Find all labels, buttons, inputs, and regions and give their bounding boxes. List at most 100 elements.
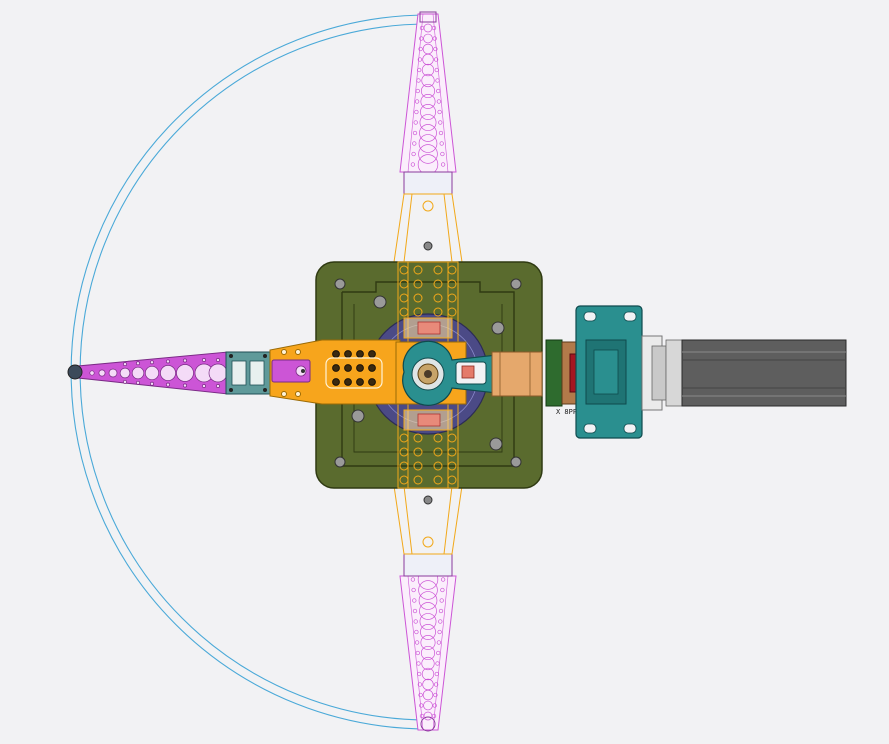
frame-hole	[433, 293, 443, 303]
blade-hole	[423, 33, 433, 44]
arm-hole	[144, 365, 160, 381]
corner-bolt	[510, 456, 522, 468]
blade-hole	[413, 619, 418, 624]
left-connector	[225, 351, 271, 395]
lower-transition-bolt	[423, 495, 433, 505]
flange-slot	[583, 311, 597, 322]
blade-hole	[437, 109, 442, 115]
arm-hole	[150, 360, 154, 365]
orange-arm-hole	[281, 391, 287, 397]
blade-hole	[421, 667, 435, 681]
frame-hole	[399, 279, 409, 289]
motor-body	[681, 339, 847, 407]
orange-arm-hole	[356, 378, 364, 386]
blade-hole	[413, 120, 418, 125]
blade-hole	[433, 57, 439, 62]
coupler-housing-inner	[499, 351, 531, 397]
blade-hole	[436, 650, 441, 656]
blade-hole	[414, 109, 419, 115]
orange-arm-hole	[332, 350, 340, 358]
upper-transition-hole	[422, 200, 434, 212]
arm-hole	[98, 369, 106, 377]
frame-hole	[399, 433, 409, 443]
blade-hole	[437, 629, 442, 635]
blade-hole	[433, 46, 438, 52]
blade-hole	[418, 591, 438, 610]
frame-hole	[447, 265, 457, 275]
blade-hole	[440, 151, 445, 157]
pink-slider-pin	[301, 369, 305, 373]
arm-hole	[150, 381, 154, 386]
arm-hole	[89, 370, 95, 376]
frame-hole	[433, 433, 443, 443]
blade-hole	[421, 656, 435, 671]
upper-blade	[399, 11, 457, 195]
blade-hole	[438, 619, 443, 624]
frame-hole	[433, 265, 443, 275]
blade-hole	[435, 78, 440, 83]
blade-hole	[439, 598, 444, 603]
orange-arm-hole	[281, 349, 287, 355]
blade-hole	[440, 162, 446, 167]
orange-arm-hole	[368, 378, 376, 386]
blade-hole	[436, 99, 442, 104]
frame-hole	[433, 447, 443, 457]
orange-arm-hole	[344, 364, 352, 372]
frame-hole	[413, 307, 423, 317]
lower-blade-tip	[420, 716, 436, 732]
orange-arm-hole	[368, 350, 376, 358]
blade-hole	[420, 93, 436, 109]
frame-hole	[447, 461, 457, 471]
frame-hole	[447, 475, 457, 485]
corner-bolt	[510, 278, 522, 290]
pink-slider-block	[271, 359, 311, 383]
blade-hole	[411, 587, 416, 593]
blade-hole	[420, 83, 436, 99]
frame-hole	[447, 293, 457, 303]
motor-front-cap	[665, 339, 683, 407]
frame-hole	[399, 293, 409, 303]
blade-hole	[416, 78, 421, 83]
corner-bolt	[334, 278, 346, 290]
frame-hole	[447, 447, 457, 457]
blade-hole	[417, 671, 422, 677]
blade-hole	[431, 25, 437, 31]
blade-hole	[418, 692, 423, 698]
blade-hole	[419, 25, 425, 31]
left-connector-slot	[249, 360, 265, 386]
frame-hole	[447, 307, 457, 317]
blade-hole	[434, 671, 439, 677]
blade-hole	[419, 124, 437, 142]
blade-hole	[432, 703, 437, 708]
upper-blade-tip	[419, 11, 437, 23]
frame-hole	[399, 475, 409, 485]
frame-hole	[433, 475, 443, 485]
blade-hole	[434, 67, 439, 73]
mount-bolt	[489, 437, 503, 451]
hub-assembly	[395, 340, 543, 406]
blade-hole	[418, 144, 438, 164]
lower-blade-clamp	[403, 553, 453, 577]
blade-hole	[412, 598, 417, 603]
arm-hole	[202, 358, 206, 362]
blade-hole	[410, 577, 416, 582]
arm-hole	[160, 365, 176, 381]
coupler-housing	[491, 351, 543, 397]
blade-hole	[412, 608, 418, 614]
blade-hole	[420, 645, 436, 661]
blade-hole	[436, 640, 442, 645]
arm-hole	[136, 380, 140, 385]
lower-transition-hole	[422, 536, 434, 548]
mount-bolt	[351, 409, 365, 423]
connector-screw	[229, 388, 233, 392]
blade-hole	[414, 99, 420, 104]
blade-hole	[420, 624, 436, 640]
blade-hole	[415, 650, 420, 656]
arm-hole	[202, 384, 206, 388]
hub-shaft	[424, 370, 432, 378]
center-frame-holes	[399, 265, 457, 485]
blade-hole	[421, 73, 435, 88]
blade-hole	[417, 57, 423, 62]
